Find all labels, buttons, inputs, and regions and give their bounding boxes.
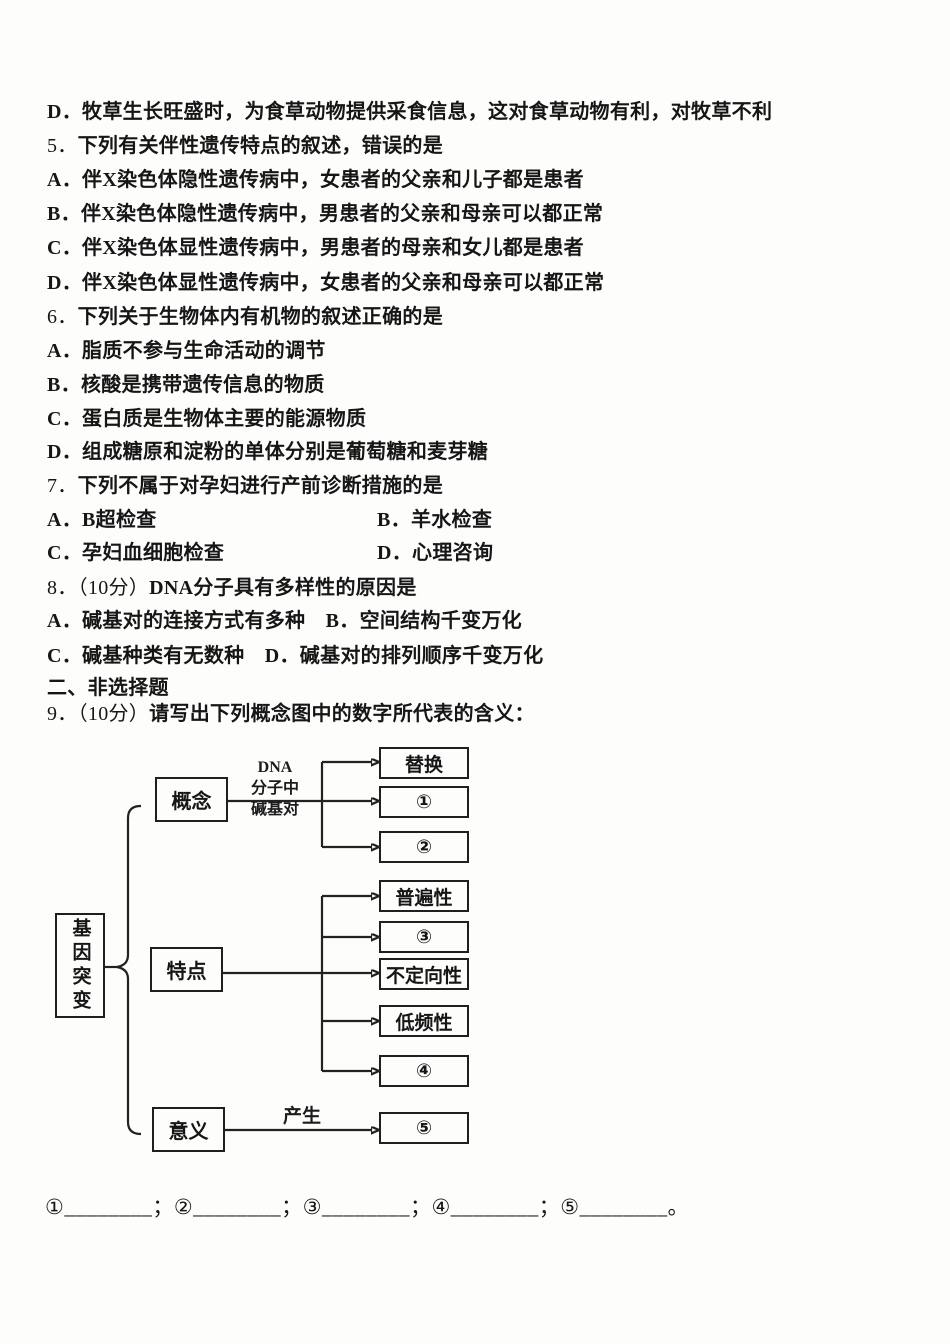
q6-option-a: A．脂质不参与生命活动的调节 [47, 340, 326, 362]
diagram-item-blank-4: ④ [379, 1055, 469, 1087]
diagram-item-blank-3: ③ [379, 921, 469, 953]
q7-stem: 7．下列不属于对孕妇进行产前诊断措施的是 [47, 475, 444, 497]
q6-option-c: C．蛋白质是生物体主要的能源物质 [47, 408, 367, 430]
q8-options-cd: C．碱基种类有无数种 D．碱基对的排列顺序千变万化 [47, 645, 544, 667]
q6-stem: 6．下列关于生物体内有机物的叙述正确的是 [47, 306, 444, 328]
q5-option-a: A．伴X染色体隐性遗传病中，女患者的父亲和儿子都是患者 [47, 169, 584, 191]
q8-number: 8．（10分） [47, 577, 150, 599]
q5-option-b: B．伴X染色体隐性遗传病中，男患者的父亲和母亲可以都正常 [47, 203, 604, 225]
diagram-item-blank-1: ① [379, 786, 469, 818]
diagram-item-universality: 普遍性 [379, 880, 469, 912]
diagram-item-blank-2: ② [379, 831, 469, 863]
q7-option-d: D．心理咨询 [377, 542, 494, 564]
q7-option-b: B．羊水检查 [377, 509, 493, 531]
diagram-edge-label-produce: 产生 [282, 1106, 321, 1127]
q7-option-a: A．B超检查 [47, 509, 157, 531]
q9-number: 9．（10分） [47, 703, 150, 725]
q7-options-cd: C．孕妇血细胞检查 D．心理咨询 [47, 536, 493, 570]
diagram-root-box: 基因突变 [55, 913, 105, 1018]
diagram-item-low-frequency: 低频性 [379, 1005, 469, 1037]
answer-blanks-line: ①________；②________；③________；④________；… [45, 1195, 690, 1219]
q6-option-b: B．核酸是携带遗传信息的物质 [47, 374, 325, 396]
q7-number: 7． [47, 475, 78, 497]
q4-option-d: D．牧草生长旺盛时，为食草动物提供采食信息，这对食草动物有利，对牧草不利 [47, 101, 773, 123]
diagram-branch-feature: 特点 [150, 947, 223, 992]
q6-number: 6． [47, 306, 78, 328]
diagram-item-nondirectional: 不定向性 [379, 958, 469, 990]
diagram-branch-concept: 概念 [155, 777, 228, 822]
root-brace [116, 804, 142, 1136]
diagram-edge-label-dna: DNA 分子中 碱基对 [250, 759, 299, 818]
q5-stem: 5．下列有关伴性遗传特点的叙述，错误的是 [47, 135, 444, 157]
q5-option-d: D．伴X染色体显性遗传病中，女患者的父亲和母亲可以都正常 [47, 272, 605, 294]
diagram-item-blank-5: ⑤ [379, 1112, 469, 1144]
q6-option-d: D．组成糖原和淀粉的单体分别是葡萄糖和麦芽糖 [47, 441, 489, 463]
q9-stem: 9．（10分）请写出下列概念图中的数字所代表的含义： [47, 703, 535, 725]
section-header: 二、非选择题 [47, 677, 169, 699]
q8-options-ab: A．碱基对的连接方式有多种 B．空间结构千变万化 [47, 610, 522, 632]
q7-options-ab: A．B超检查 B．羊水检查 [47, 503, 492, 537]
q5-option-c: C．伴X染色体显性遗传病中，男患者的母亲和女儿都是患者 [47, 237, 584, 259]
q5-number: 5． [47, 135, 78, 157]
diagram-branch-meaning: 意义 [152, 1107, 225, 1152]
diagram-item-substitute: 替换 [379, 747, 469, 779]
q7-option-c: C．孕妇血细胞检查 [47, 542, 225, 564]
q8-stem: 8．（10分）DNA分子具有多样性的原因是 [47, 577, 417, 599]
